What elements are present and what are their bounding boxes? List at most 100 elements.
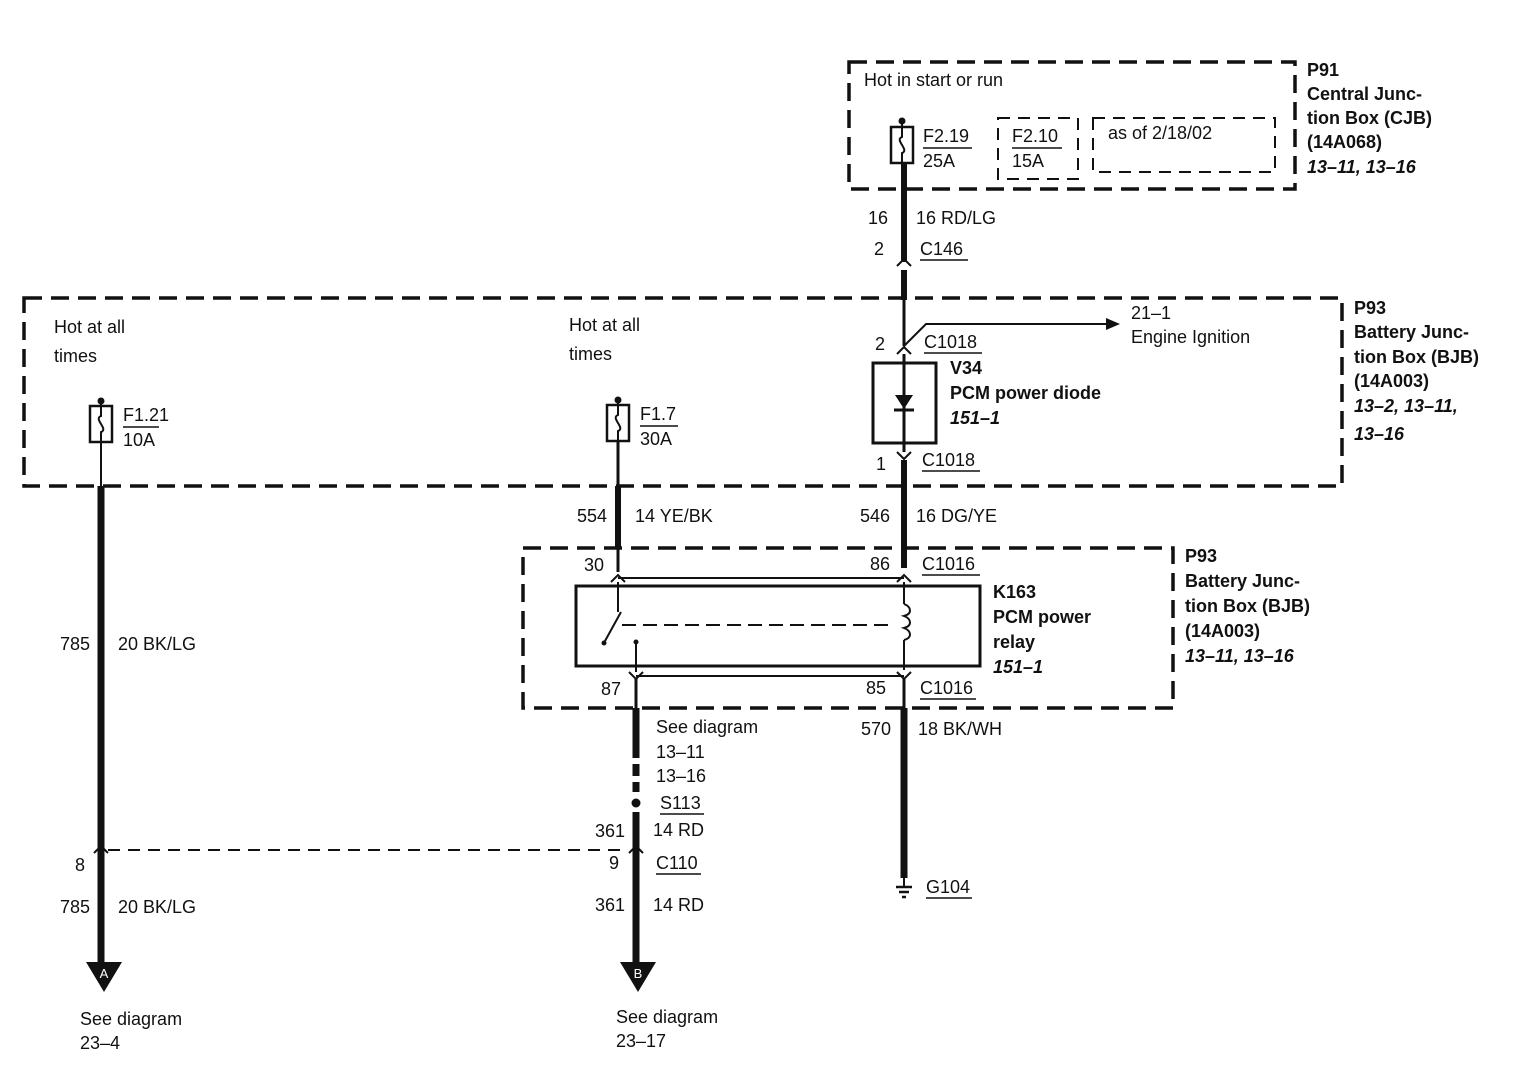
cjb-name-line2: tion Box (CJB) [1307,108,1432,128]
pin-30-label: 30 [584,555,604,575]
relay-coil-symbol [900,603,911,641]
circuit-785-upper-wire: 20 BK/LG [118,634,196,654]
c1018-top-name: C1018 [924,332,977,352]
offpage-b-line2: 23–17 [616,1031,666,1051]
relay-k163-name-line1: PCM power [993,607,1091,627]
offpage-b-line1: See diagram [616,1007,718,1027]
cjb-id: P91 [1307,60,1339,80]
c1018-bottom-name: C1018 [922,450,975,470]
splice-s113-id: S113 [660,793,701,813]
fuse-f2-10-rating: 15A [1012,151,1044,171]
ground-g104-id: G104 [926,877,970,897]
relay-k163-name-line2: relay [993,632,1035,652]
circuit-546-number: 546 [860,506,890,526]
circuit-554-number: 554 [577,506,607,526]
cjb-part: (14A068) [1307,132,1382,152]
engine-ignition-label: Engine Ignition [1131,327,1250,347]
hot-left-line2: times [54,346,97,366]
fuse-f2-10-box-outline [997,117,1079,180]
fuse-f1-7-rating: 30A [640,429,672,449]
offpage-a-line2: 23–4 [80,1033,120,1053]
c1016-85-pin: 85 [866,678,886,698]
c110-right-chevron [628,844,644,854]
circuit-570-number: 570 [861,719,891,739]
bjb-upper-name-line2: tion Box (BJB) [1354,347,1479,367]
circuit-785-lower-number: 785 [60,897,90,917]
see-diagram-87-line1: See diagram [656,717,758,737]
fuse-f2-19-id: F2.19 [923,126,969,146]
c110-left-pin: 8 [75,855,85,875]
circuit-785-lower-wire: 20 BK/LG [118,897,196,917]
diode-v34-id: V34 [950,358,982,378]
pin-30-chevron [610,573,626,583]
splice-s113-dot [631,798,641,808]
as-of-note: as of 2/18/02 [1108,123,1212,143]
cjb-name-line1: Central Junc- [1307,84,1422,104]
bjb-upper-box-outline [22,296,1344,488]
bjb-relay-part: (14A003) [1185,621,1260,641]
bjb-relay-id: P93 [1185,546,1217,566]
fuse-f2-19-terminal [898,117,906,125]
bjb-upper-refs-line2: 13–16 [1354,424,1405,444]
bjb-relay-name-line2: tion Box (BJB) [1185,596,1310,616]
circuit-361-lower-wire: 14 RD [653,895,704,915]
hot-mid-line2: times [569,344,612,364]
fuse-f1-21-terminal [97,397,105,405]
c110-name: C110 [656,853,698,873]
c146-pin: 2 [874,239,884,259]
bjb-upper-refs-line1: 13–2, 13–11, [1354,396,1458,416]
c1016-86-pin: 86 [870,554,890,574]
c1018-bottom-pin: 1 [876,454,886,474]
c1016-85-name: C1016 [920,678,973,698]
see-diagram-87-line2: 13–11 [656,742,705,762]
offpage-b-triangle [620,962,656,992]
fuse-f1-7-id: F1.7 [640,404,676,424]
relay-switch-pivot [601,640,607,646]
circuit-361-lower-number: 361 [595,895,625,915]
circuit-554-wire: 14 YE/BK [635,506,713,526]
hot-left-line1: Hot at all [54,317,125,337]
pin-86-chevron [896,573,912,583]
circuit-16-wire: 16 RD/LG [916,208,996,228]
c1018-top-chevron [896,345,912,355]
engine-ignition-arrow [1106,318,1120,330]
bjb-upper-id: P93 [1354,298,1386,318]
fuse-f1-7-terminal [614,396,622,404]
relay-k163-id: K163 [993,582,1036,602]
circuit-546-wire: 16 DG/YE [916,506,997,526]
circuit-361-upper-wire: 14 RD [653,820,704,840]
fuse-f2-10-id: F2.10 [1012,126,1058,146]
cjb-supply-note: Hot in start or run [864,70,1003,90]
fuse-f1-21-element [97,406,105,442]
relay-switch-contact-dot [633,639,639,645]
bjb-relay-name-line1: Battery Junc- [1185,571,1300,591]
offpage-a-triangle [86,962,122,992]
c110-left-chevron [93,844,109,854]
diode-v34-ref: 151–1 [950,408,1000,428]
bjb-upper-part: (14A003) [1354,371,1429,391]
pin-87-label: 87 [601,679,621,699]
c146-name: C146 [920,239,963,259]
bjb-relay-refs: 13–11, 13–16 [1185,646,1295,666]
c1018-bottom-chevron [896,451,912,461]
fuse-f2-19-element [898,127,906,163]
circuit-570-wire: 18 BK/WH [918,719,1002,739]
fuse-f2-19-rating: 25A [923,151,955,171]
relay-switch-blade [604,611,622,642]
offpage-b-letter: B [634,966,643,981]
bjb-relay-box-outline [521,546,1175,710]
as-of-box-outline [1092,117,1276,173]
fuse-f1-21-id: F1.21 [123,405,169,425]
circuit-16-number: 16 [868,208,888,228]
offpage-a-letter: A [100,966,109,981]
c110-right-pin: 9 [609,853,619,873]
cjb-box-outline [847,60,1297,191]
c1016-86-name: C1016 [922,554,975,574]
circuit-785-upper-number: 785 [60,634,90,654]
offpage-a-line1: See diagram [80,1009,182,1029]
circuit-361-upper-number: 361 [595,821,625,841]
fuse-f1-21-rating: 10A [123,430,155,450]
c146-chevron [896,257,912,267]
engine-ignition-ref: 21–1 [1131,303,1171,323]
